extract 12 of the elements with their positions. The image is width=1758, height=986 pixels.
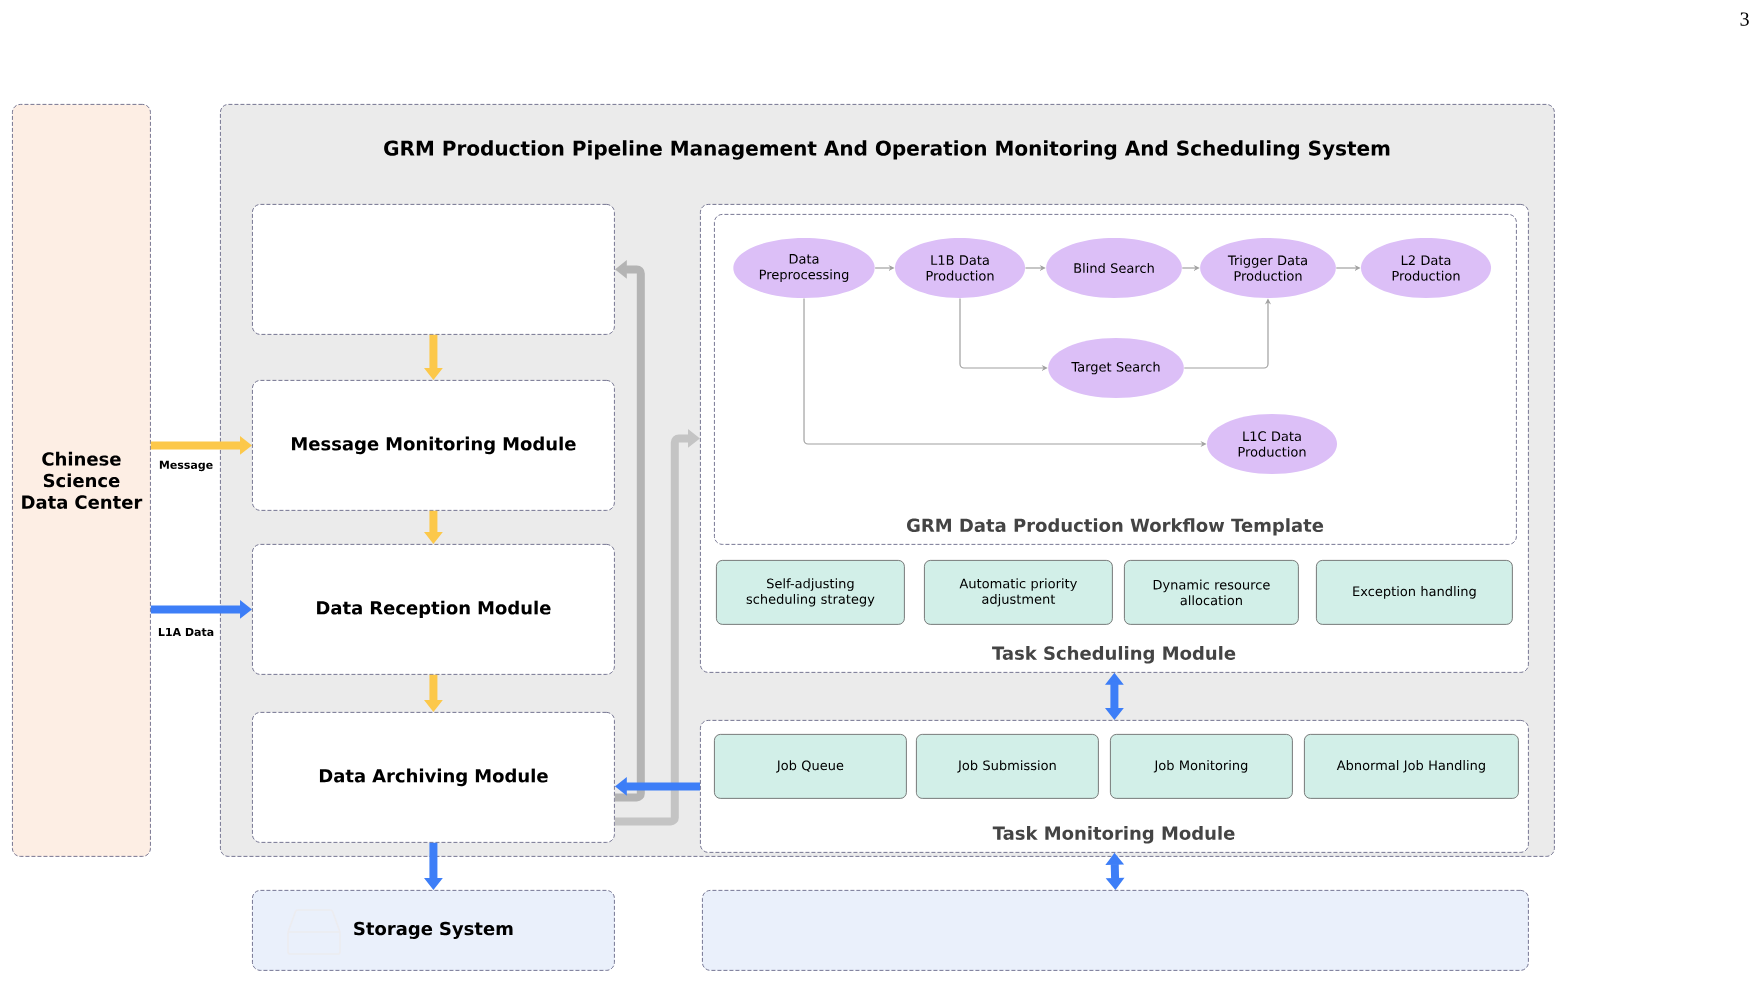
page-number: 3: [1740, 12, 1749, 26]
module-box: [252, 204, 615, 335]
module-box: Message Monitoring Module: [252, 380, 615, 511]
module-title: GRM Data Production Workflow Template: [907, 518, 1324, 536]
module-box: Data Reception Module: [252, 544, 615, 675]
module-title: Task Monitoring Module: [992, 826, 1235, 844]
cluster-box: [702, 890, 1529, 971]
source-box: Chinese Science Data Center: [12, 104, 151, 857]
panel-title: GRM Production Pipeline Management And Operation Monitoring And Scheduling System: [384, 140, 1390, 160]
storage-box: Storage System: [252, 890, 615, 971]
module-title: Task Scheduling Module: [992, 646, 1236, 664]
module-box: Data Archiving Module: [252, 712, 615, 843]
